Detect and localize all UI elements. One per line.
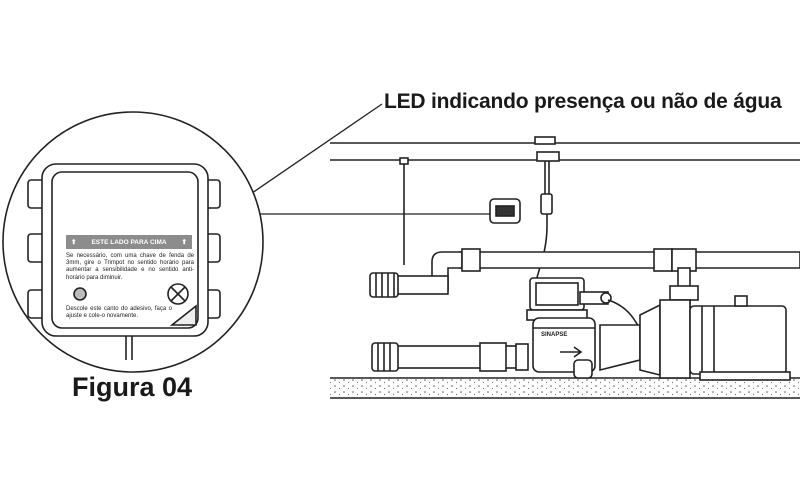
lower-pipe — [371, 342, 529, 372]
led-callout-label: LED indicando presença ou não de água — [384, 90, 782, 113]
figure-label: Figura 04 — [72, 372, 193, 402]
sticker-instruction: Se necessário, com uma chave de fenda de… — [66, 253, 194, 281]
control-box — [27, 163, 221, 360]
floor-slab — [330, 377, 800, 399]
upper-inlet — [369, 272, 449, 298]
up-arrow-icon: ⬆ — [71, 239, 77, 246]
sticker-header-text: ESTE LADO PARA CIMA — [91, 238, 167, 246]
led-indicator — [489, 198, 521, 224]
up-arrow-icon: ⬆ — [181, 239, 187, 246]
sticker-header: ⬆ ESTE LADO PARA CIMA ⬆ — [66, 235, 192, 249]
flow-sensor — [526, 277, 612, 379]
pump-brand: SINAPSE — [541, 332, 568, 338]
sticker-footer: Descole este canto do adesivo, faça o aj… — [66, 306, 172, 320]
upper-pipe — [431, 248, 800, 309]
pump — [599, 295, 791, 381]
